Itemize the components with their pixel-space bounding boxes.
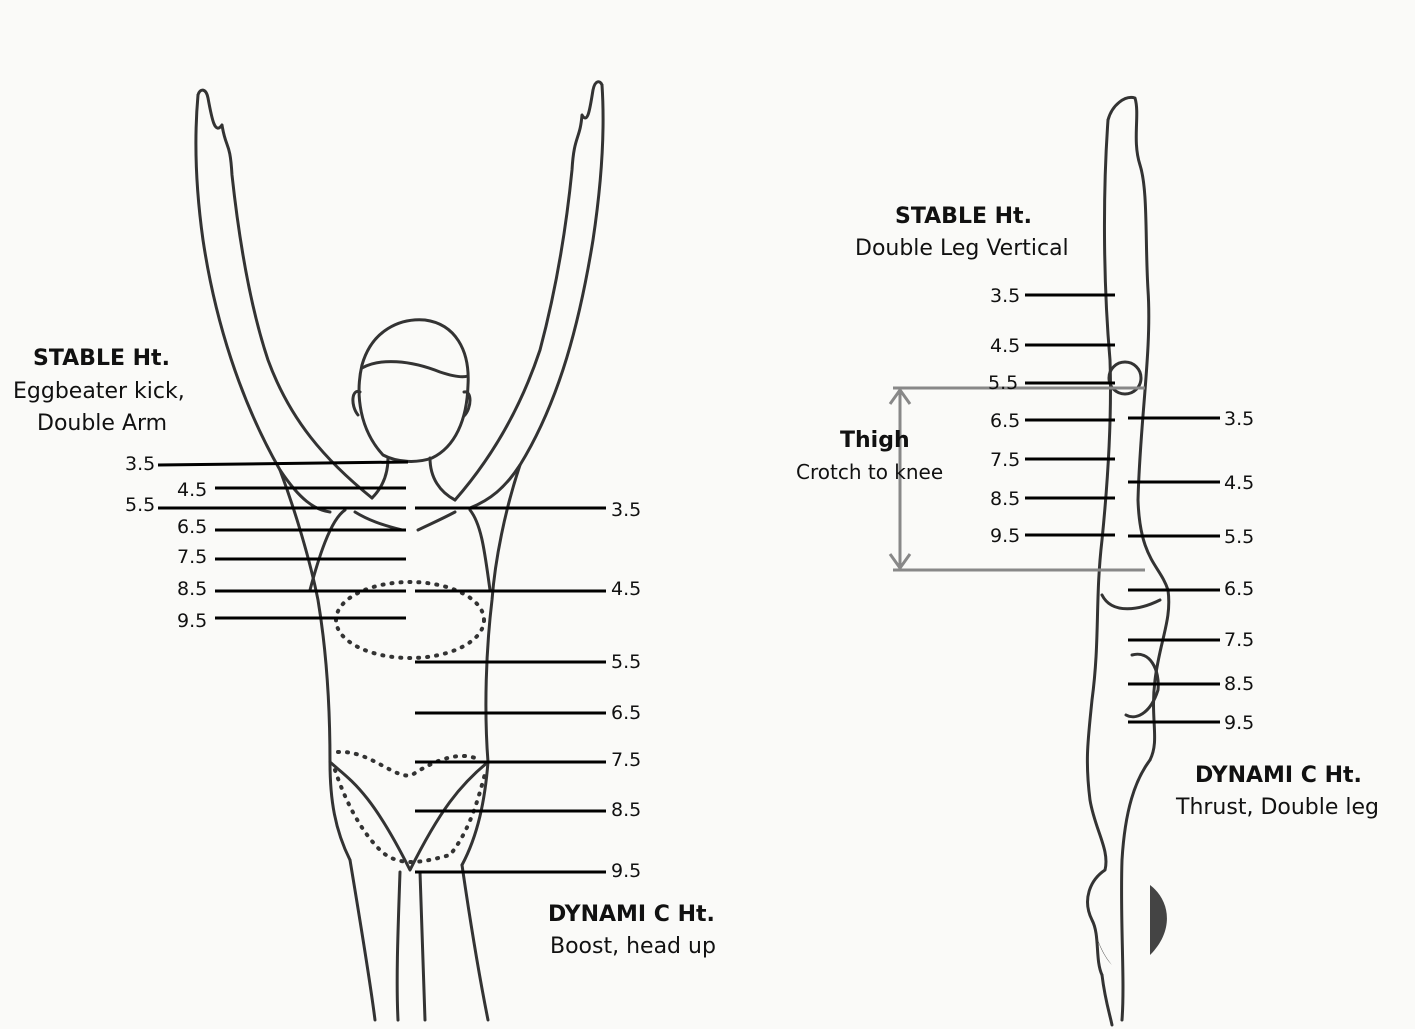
front-dynamic-mark: 6.5 [611,704,641,723]
side-stable-mark: 7.5 [990,451,1020,470]
front-stable-mark: 4.5 [177,481,207,500]
side-stable-mark: 9.5 [990,527,1020,546]
front-stable-mark: 7.5 [177,548,207,567]
front-stable-line1: Eggbeater kick, [13,381,185,403]
side-stable-mark: 3.5 [990,287,1020,306]
side-stable-lines [1025,295,1115,535]
thigh-title: Thigh [840,430,910,452]
side-stable-mark: 6.5 [990,412,1020,431]
side-dynamic-mark: 4.5 [1224,474,1254,493]
side-dynamic-mark: 7.5 [1224,631,1254,650]
hair-shape [1150,885,1167,955]
side-dynamic-mark: 8.5 [1224,675,1254,694]
side-dynamic-mark: 9.5 [1224,714,1254,733]
side-stable-mark: 4.5 [990,337,1020,356]
front-dynamic-title: DYNAMI C Ht. [548,904,715,926]
front-dynamic-mark: 5.5 [611,653,641,672]
side-dynamic-mark: 3.5 [1224,410,1254,429]
side-stable-mark: 8.5 [990,490,1020,509]
side-stable-mark: 5.5 [988,374,1018,393]
front-stable-line2: Double Arm [37,413,167,435]
front-stable-mark: 6.5 [177,518,207,537]
front-dynamic-line1: Boost, head up [550,936,716,958]
thigh-line1: Crotch to knee [796,462,943,482]
front-stable-title: STABLE Ht. [33,348,170,370]
front-stable-mark: 8.5 [177,580,207,599]
side-dynamic-title: DYNAMI C Ht. [1195,765,1362,787]
side-dynamic-mark: 6.5 [1224,580,1254,599]
front-stable-mark: 3.5 [125,455,155,474]
front-dynamic-mark: 4.5 [611,580,641,599]
front-dynamic-mark: 8.5 [611,801,641,820]
dotted-outlines [335,582,486,862]
front-stable-mark: 9.5 [177,612,207,631]
side-dynamic-line1: Thrust, Double leg [1176,797,1379,819]
front-dynamic-mark: 7.5 [611,751,641,770]
side-figure-outline [1087,97,1168,1025]
front-stable-mark: 5.5 [125,496,155,515]
side-dynamic-mark: 5.5 [1224,528,1254,547]
front-dynamic-mark: 9.5 [611,862,641,881]
front-dynamic-mark: 3.5 [611,501,641,520]
front-dynamic-lines [415,508,606,872]
front-figure-outline [196,82,603,1020]
side-stable-line1: Double Leg Vertical [855,238,1069,260]
side-stable-title: STABLE Ht. [895,206,1032,228]
